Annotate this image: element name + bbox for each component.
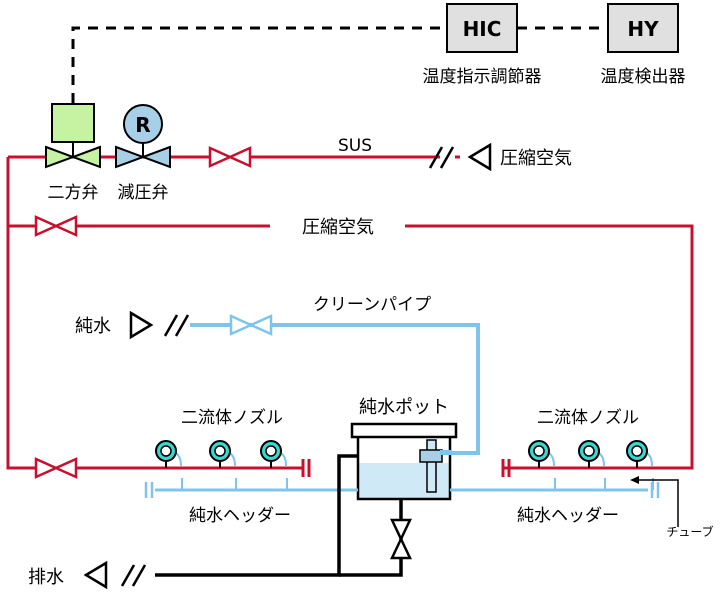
break-mark-water (163, 314, 190, 337)
pure-water-source-triangle-icon (129, 310, 154, 340)
two-way-valve[interactable] (45, 103, 101, 169)
compressed-air-top-label: 圧縮空気 (500, 148, 572, 169)
two-way-valve-actuator (51, 103, 95, 143)
reducing-valve-r: R (135, 113, 150, 137)
two-way-valve-label: 二方弁 (48, 183, 99, 203)
tube-arrow-icon (630, 476, 639, 484)
signal-lines (71, 26, 608, 103)
water-valve[interactable] (229, 314, 273, 336)
drain-line-pot (339, 499, 403, 577)
air-valve-mid[interactable] (34, 215, 78, 237)
nozzle-icon (626, 440, 653, 468)
hy-box: HY (607, 3, 679, 53)
signal-line-hic (71, 26, 447, 103)
nozzles-left (155, 440, 288, 490)
pure-water-label: 純水 (75, 316, 111, 337)
pot-inlet-pipe (426, 439, 437, 493)
air-line-left-vertical (6, 157, 302, 470)
break-mark-air (428, 146, 455, 169)
air-valve-top[interactable] (208, 146, 252, 168)
hic-caption: 温度指示調節器 (423, 67, 542, 87)
nozzle-icon (260, 440, 287, 468)
drain-line-main (155, 454, 358, 577)
air-line-mid-right (405, 224, 694, 470)
tube-label: チューブ (666, 524, 713, 539)
nozzle-icon (209, 440, 236, 468)
nozzle-icon (528, 440, 555, 468)
hic-box: HIC (446, 3, 518, 53)
air-source-triangle-icon (467, 142, 492, 172)
drain-triangle-icon (83, 560, 108, 590)
pressure-gauge-icon (123, 104, 163, 144)
header-right-label: 純水ヘッダー (517, 506, 619, 526)
hy-label: HY (627, 17, 659, 41)
pure-water-pot (350, 422, 458, 501)
reducing-valve[interactable]: R (115, 104, 171, 169)
air-end-caps (301, 459, 511, 477)
clean-pipe-label: クリーンパイプ (313, 295, 431, 315)
drain-valve[interactable] (390, 518, 412, 560)
clean-pipe-line (190, 323, 480, 455)
pure-water-inlet: 純水 (75, 310, 190, 340)
header-left-label: 純水ヘッダー (189, 506, 291, 526)
air-valve-bottom[interactable] (34, 457, 78, 479)
reducing-valve-label: 減圧弁 (118, 183, 169, 203)
break-mark-drain (120, 564, 147, 587)
hy-caption: 温度検出器 (601, 67, 686, 87)
pure-water-pot-label: 純水ポット (359, 397, 449, 418)
compressed-air-mid-label: 圧縮空気 (302, 217, 374, 238)
nozzle-icon (155, 440, 182, 468)
nozzle-right-label: 二流体ノズル (537, 408, 639, 428)
hic-label: HIC (463, 17, 502, 41)
sus-label: SUS (338, 136, 372, 156)
drain-label: 排水 (28, 567, 64, 588)
tube-pointer (633, 479, 679, 527)
nozzle-left-label: 二流体ノズル (181, 408, 283, 428)
nozzle-icon (578, 440, 605, 468)
header-left (144, 482, 358, 498)
nozzles-right (528, 440, 654, 490)
pot-lid (350, 422, 458, 439)
